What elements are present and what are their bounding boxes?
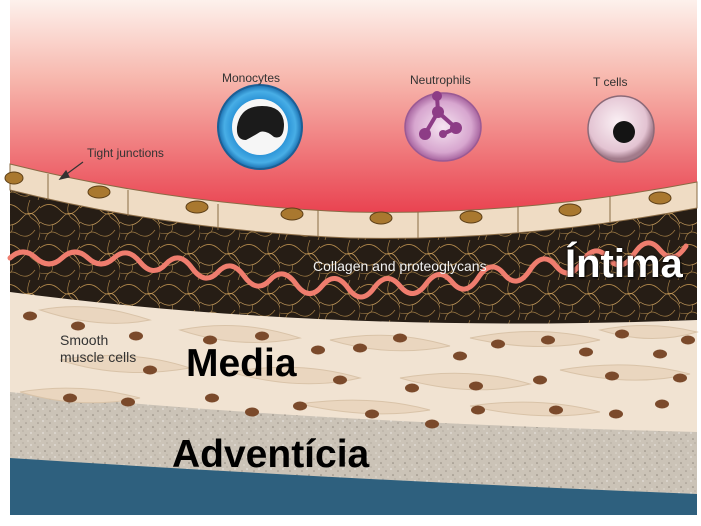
smooth-muscle-label: Smooth muscle cells [60,332,136,366]
monocytes-label: Monocytes [222,71,280,85]
t-cell [588,96,654,162]
adventicia-label: Adventícia [172,433,369,477]
media-label: Media [186,342,297,386]
smooth-muscle-line1: Smooth [60,332,136,349]
monocyte-cell [218,85,302,169]
t-cells-label: T cells [593,75,627,89]
smooth-muscle-line2: muscle cells [60,349,136,366]
collagen-label: Collagen and proteoglycans [313,258,487,274]
tight-junctions-label: Tight junctions [87,146,164,160]
neutrophils-label: Neutrophils [410,73,471,87]
intima-label: Íntima [565,242,683,287]
